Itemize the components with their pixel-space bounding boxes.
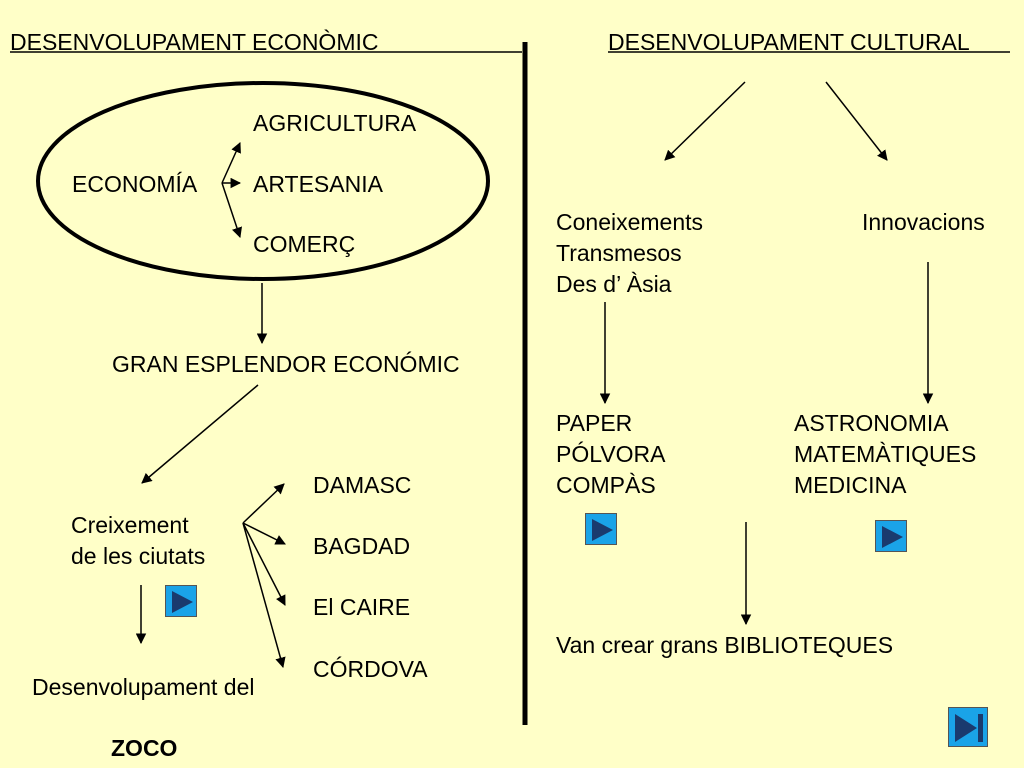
growth-label-line2: de les ciutats	[71, 543, 206, 569]
invention-paper: PAPER	[556, 410, 633, 436]
innovations-label: Innovacions	[862, 209, 985, 235]
culture-arrows	[599, 81, 934, 626]
city-cordoba: CÓRDOVA	[313, 656, 428, 682]
splendor-label: GRAN ESPLENDOR ECONÓMIC	[112, 351, 460, 377]
sector-crafts: ARTESANIA	[253, 171, 383, 197]
sector-commerce: COMERÇ	[253, 231, 356, 257]
play-icon	[172, 591, 193, 613]
libraries-label: Van crear grans BIBLIOTEQUES	[556, 632, 894, 658]
play-icon	[882, 526, 903, 548]
knowledge-line2: Transmesos	[556, 240, 682, 266]
growth-label-line1: Creixement	[71, 512, 189, 538]
science-medicine: MEDICINA	[794, 472, 907, 498]
invention-compass: COMPÀS	[556, 472, 656, 498]
science-mathematics: MATEMÀTIQUES	[794, 441, 977, 467]
economia-label: ECONOMÍA	[72, 171, 198, 197]
end-button[interactable]	[948, 707, 988, 747]
economic-heading: DESENVOLUPAMENT ECONÒMIC	[10, 29, 379, 55]
invention-gunpowder: PÓLVORA	[556, 441, 666, 467]
zoco-label: ZOCO	[111, 735, 178, 761]
knowledge-line1: Coneixements	[556, 209, 704, 235]
play-button-inventions[interactable]	[585, 513, 617, 545]
play-button-cities[interactable]	[165, 585, 197, 617]
knowledge-line3: Des d’ Àsia	[556, 271, 672, 297]
city-baghdad: BAGDAD	[313, 533, 411, 559]
end-icon	[955, 714, 983, 742]
sector-agriculture: AGRICULTURA	[253, 110, 417, 136]
play-icon	[592, 519, 613, 541]
development-label: Desenvolupament del	[32, 674, 255, 700]
play-button-sciences[interactable]	[875, 520, 907, 552]
cultural-heading: DESENVOLUPAMENT CULTURAL	[608, 29, 970, 55]
science-astronomy: ASTRONOMIA	[794, 410, 949, 436]
economy-arrows	[141, 142, 268, 484]
city-damascus: DAMASC	[313, 472, 412, 498]
city-arrows	[135, 483, 286, 669]
economy-ellipse	[36, 81, 490, 281]
city-cairo: El CAIRE	[313, 594, 411, 620]
